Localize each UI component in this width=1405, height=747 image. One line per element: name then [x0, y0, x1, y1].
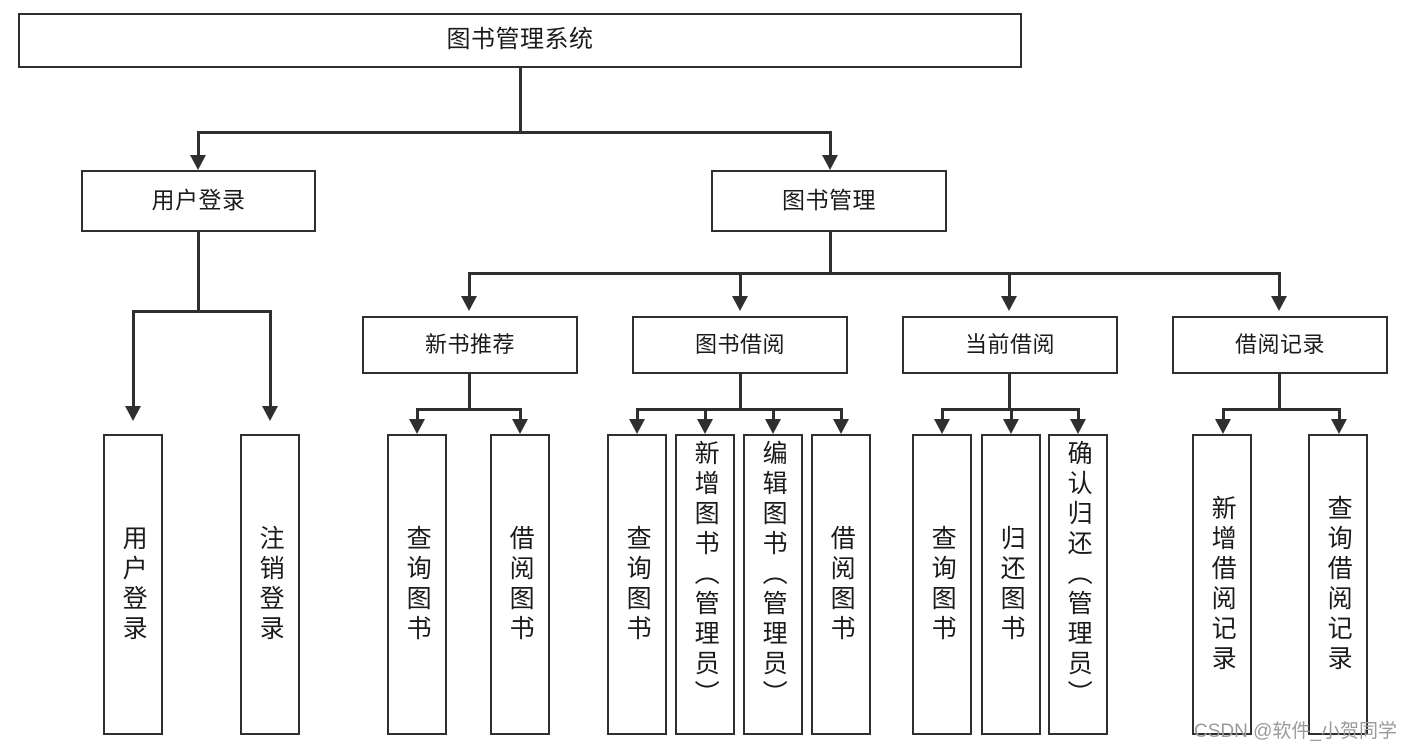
- node-label: 图书管理: [782, 187, 876, 214]
- node-label: 图书管理系统: [446, 26, 594, 54]
- connector-drop-new-book-recommend: [468, 272, 471, 298]
- arrowhead-bb-leaf-4: [833, 419, 849, 434]
- connector-new-book-recommend-stem: [468, 374, 471, 410]
- connector-level3-bus: [468, 272, 1280, 275]
- leaf-borrow-record-add-record[interactable]: 新增借阅记录: [1192, 434, 1252, 735]
- connector-drop-cb-leaf-1: [941, 408, 944, 422]
- leaf-current-borrow-return-book[interactable]: 归还图书: [981, 434, 1041, 735]
- arrowhead-bb-leaf-1: [629, 419, 645, 434]
- connector-user-login-bus: [132, 310, 269, 313]
- connector-drop-br-leaf-1: [1222, 408, 1225, 422]
- arrowhead-user-login-leaf-2: [262, 406, 278, 421]
- node-label: 用户登录: [119, 524, 148, 645]
- leaf-user-login-logout[interactable]: 注销登录: [240, 434, 300, 735]
- node-book-borrow[interactable]: 图书借阅: [632, 316, 848, 374]
- arrowhead-user-login-leaf-1: [125, 406, 141, 421]
- connector-drop-bb-leaf-1: [636, 408, 639, 422]
- leaf-new-book-borrow-book[interactable]: 借阅图书: [490, 434, 550, 735]
- node-label: 确认归还（管理员）: [1064, 440, 1093, 710]
- connector-drop-nbr-leaf-1: [416, 408, 419, 422]
- connector-drop-user-login-leaf-2: [269, 310, 272, 408]
- leaf-book-borrow-add-book-admin[interactable]: 新增图书（管理员）: [675, 434, 735, 735]
- connector-borrow-record-bus: [1222, 408, 1340, 411]
- connector-root-stem: [519, 68, 522, 133]
- connector-drop-user-login: [197, 131, 200, 157]
- connector-drop-cb-leaf-3: [1077, 408, 1080, 422]
- node-label: 编辑图书（管理员）: [759, 440, 788, 710]
- node-label: 用户登录: [151, 187, 246, 214]
- node-label: 图书借阅: [694, 332, 785, 358]
- leaf-book-borrow-edit-book-admin[interactable]: 编辑图书（管理员）: [743, 434, 803, 735]
- connector-borrow-record-stem: [1278, 374, 1281, 410]
- node-label: 查询图书: [403, 524, 432, 645]
- node-label: 借阅记录: [1234, 332, 1325, 358]
- leaf-current-borrow-confirm-return-admin[interactable]: 确认归还（管理员）: [1048, 434, 1108, 735]
- node-label: 新增借阅记录: [1208, 494, 1237, 675]
- connector-drop-bb-leaf-3: [772, 408, 775, 422]
- arrowhead-nbr-leaf-1: [409, 419, 425, 434]
- leaf-book-borrow-borrow-book[interactable]: 借阅图书: [811, 434, 871, 735]
- arrowhead-cb-leaf-2: [1003, 419, 1019, 434]
- connector-drop-borrow-record: [1278, 272, 1281, 298]
- node-label: 新增图书（管理员）: [691, 440, 720, 710]
- connector-book-management-stem: [829, 232, 832, 274]
- node-current-borrow[interactable]: 当前借阅: [902, 316, 1118, 374]
- connector-drop-current-borrow: [1008, 272, 1011, 298]
- connector-drop-cb-leaf-2: [1010, 408, 1013, 422]
- node-user-login[interactable]: 用户登录: [81, 170, 316, 232]
- connector-user-login-stem: [197, 232, 200, 312]
- arrowhead-book-management: [822, 155, 838, 170]
- arrowhead-cb-leaf-1: [934, 419, 950, 434]
- connector-book-borrow-bus: [636, 408, 842, 411]
- connector-current-borrow-stem: [1008, 374, 1011, 410]
- csdn-watermark: CSDN @软件_小贺同学: [1194, 721, 1397, 742]
- node-label: 注销登录: [256, 524, 285, 645]
- arrowhead-current-borrow: [1001, 296, 1017, 311]
- node-label: 查询图书: [623, 524, 652, 645]
- arrowhead-bb-leaf-3: [765, 419, 781, 434]
- arrowhead-new-book-recommend: [461, 296, 477, 311]
- arrowhead-nbr-leaf-2: [512, 419, 528, 434]
- node-label: 归还图书: [997, 524, 1026, 645]
- connector-drop-br-leaf-2: [1338, 408, 1341, 422]
- connector-new-book-recommend-bus: [416, 408, 522, 411]
- connector-drop-book-borrow: [739, 272, 742, 298]
- connector-drop-book-management: [829, 131, 832, 157]
- node-root-book-management-system[interactable]: 图书管理系统: [18, 13, 1022, 68]
- node-label: 借阅图书: [506, 524, 535, 645]
- node-label: 查询借阅记录: [1324, 494, 1353, 675]
- arrowhead-br-leaf-1: [1215, 419, 1231, 434]
- leaf-current-borrow-query-book[interactable]: 查询图书: [912, 434, 972, 735]
- connector-drop-user-login-leaf-1: [132, 310, 135, 408]
- connector-book-borrow-stem: [739, 374, 742, 410]
- connector-level2-bus: [197, 131, 831, 134]
- node-label: 当前借阅: [964, 332, 1055, 358]
- arrowhead-book-borrow: [732, 296, 748, 311]
- node-new-book-recommend[interactable]: 新书推荐: [362, 316, 578, 374]
- connector-drop-bb-leaf-2: [704, 408, 707, 422]
- node-borrow-record[interactable]: 借阅记录: [1172, 316, 1388, 374]
- leaf-new-book-query-book[interactable]: 查询图书: [387, 434, 447, 735]
- leaf-borrow-record-query-record[interactable]: 查询借阅记录: [1308, 434, 1368, 735]
- arrowhead-cb-leaf-3: [1070, 419, 1086, 434]
- node-label: 借阅图书: [827, 524, 856, 645]
- node-book-management[interactable]: 图书管理: [711, 170, 947, 232]
- leaf-book-borrow-query-book[interactable]: 查询图书: [607, 434, 667, 735]
- arrowhead-user-login: [190, 155, 206, 170]
- leaf-user-login-login[interactable]: 用户登录: [103, 434, 163, 735]
- node-label: 查询图书: [928, 524, 957, 645]
- node-label: 新书推荐: [424, 332, 515, 358]
- arrowhead-bb-leaf-2: [697, 419, 713, 434]
- arrowhead-borrow-record: [1271, 296, 1287, 311]
- arrowhead-br-leaf-2: [1331, 419, 1347, 434]
- connector-drop-bb-leaf-4: [840, 408, 843, 422]
- connector-drop-nbr-leaf-2: [519, 408, 522, 422]
